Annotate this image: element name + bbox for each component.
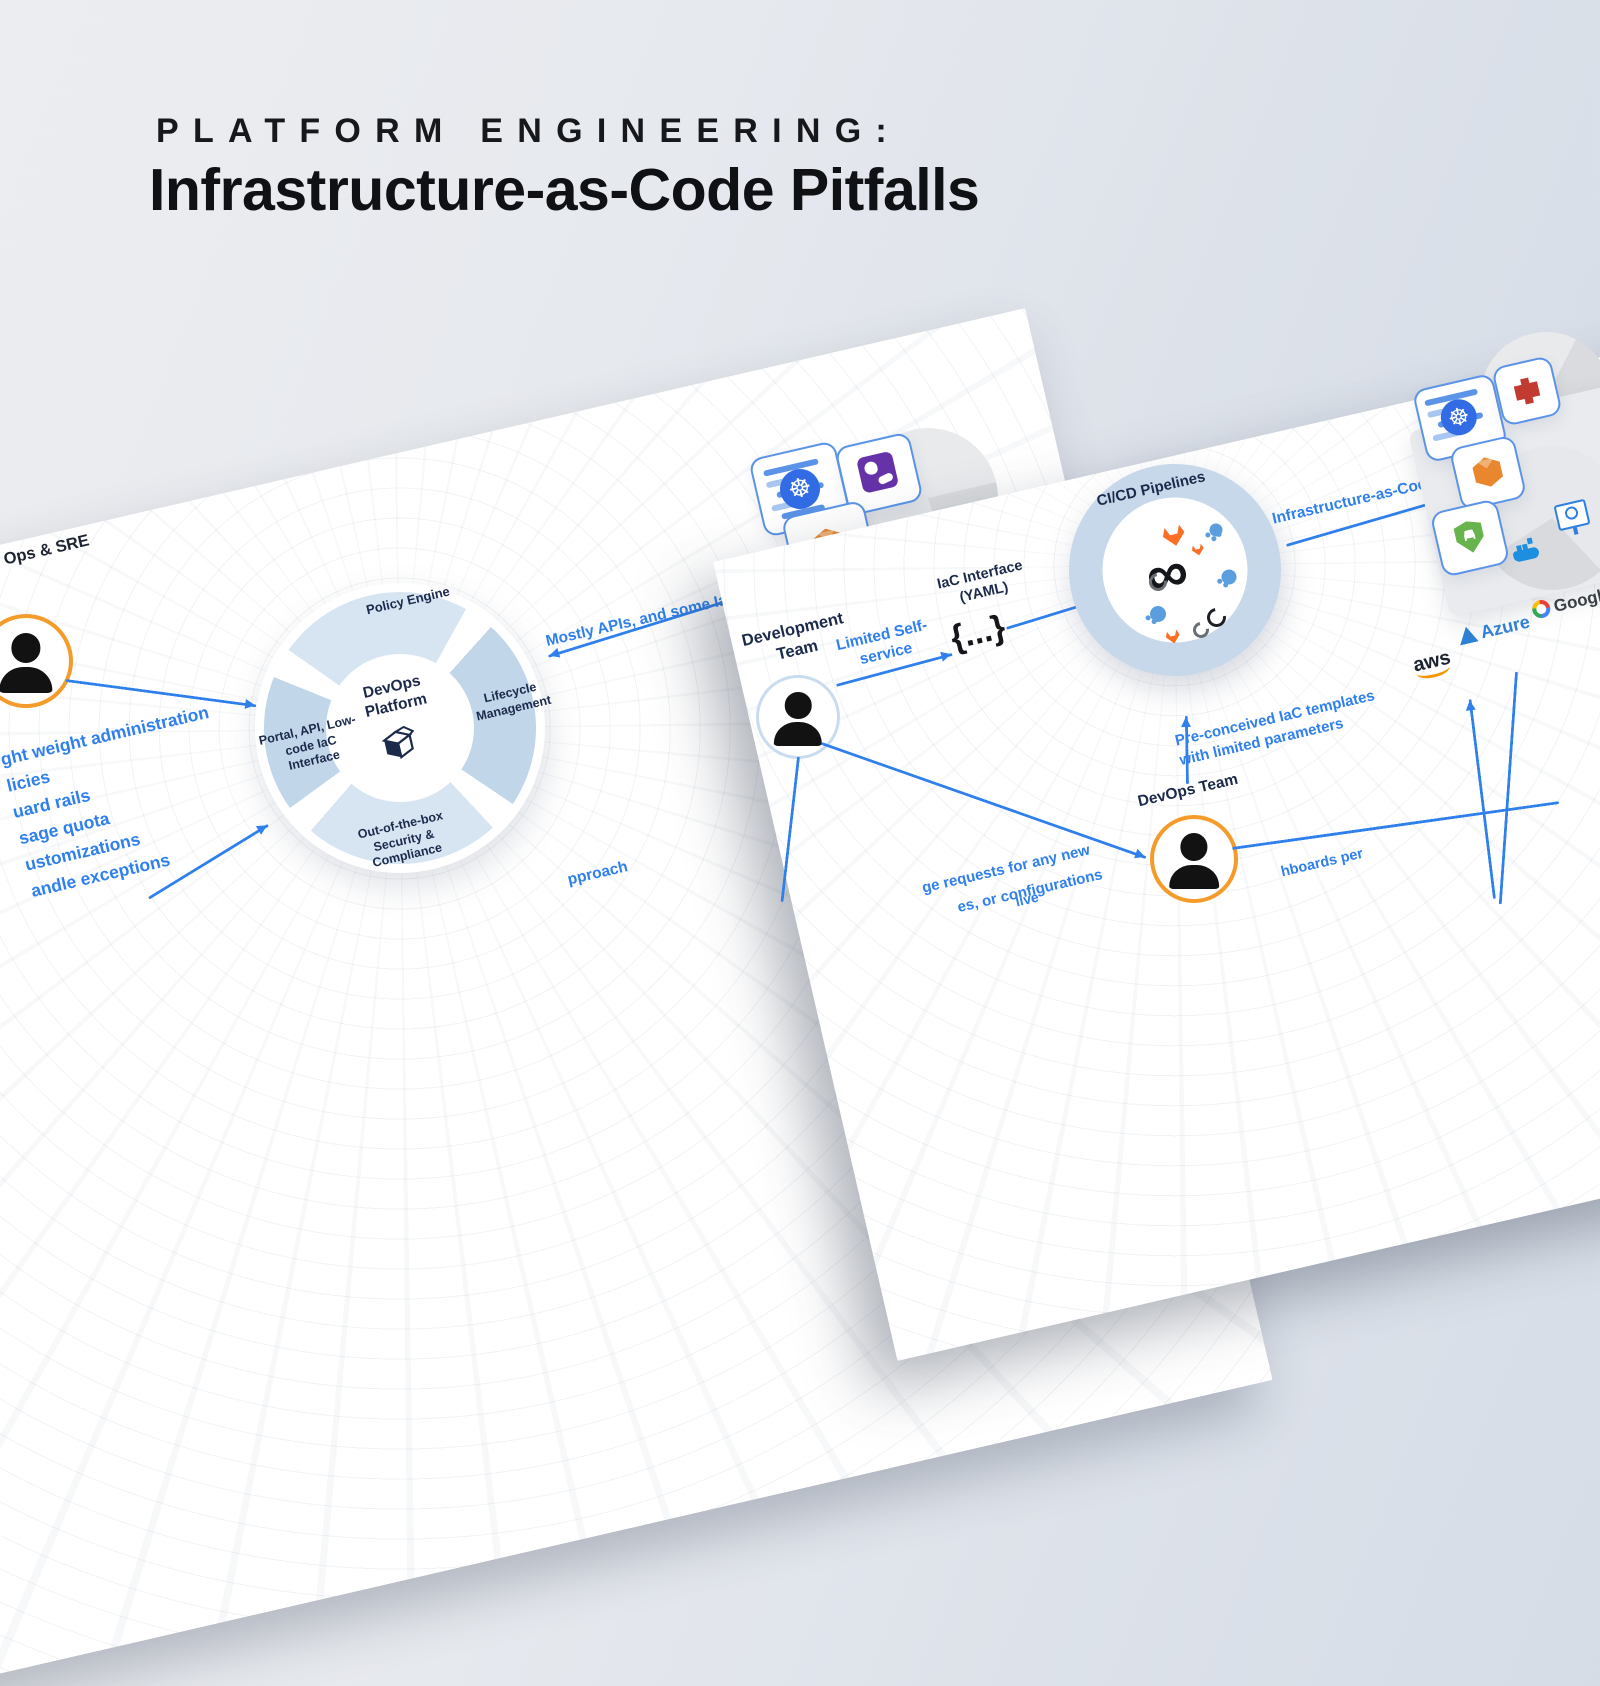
devops-team-person-icon bbox=[1150, 815, 1238, 903]
person-head bbox=[11, 633, 41, 663]
title-kicker: PLATFORM ENGINEERING: bbox=[156, 112, 902, 150]
azure-icon bbox=[1456, 625, 1478, 646]
page-title: Infrastructure-as-Code Pitfalls bbox=[149, 157, 980, 223]
red-service-icon bbox=[1512, 376, 1541, 407]
security-shield-icon bbox=[1453, 518, 1487, 555]
datadog-icon bbox=[855, 450, 900, 494]
orange-service-icon bbox=[1471, 454, 1505, 490]
person-torso bbox=[1169, 864, 1219, 889]
person-head bbox=[1180, 833, 1208, 861]
google-icon bbox=[1530, 598, 1553, 620]
ops-sre-person-icon bbox=[0, 614, 73, 708]
person-head bbox=[784, 692, 812, 719]
person-torso bbox=[0, 667, 53, 693]
devops-up-arrow bbox=[1184, 715, 1189, 784]
person-torso bbox=[773, 722, 823, 746]
open-box-icon bbox=[376, 724, 422, 771]
